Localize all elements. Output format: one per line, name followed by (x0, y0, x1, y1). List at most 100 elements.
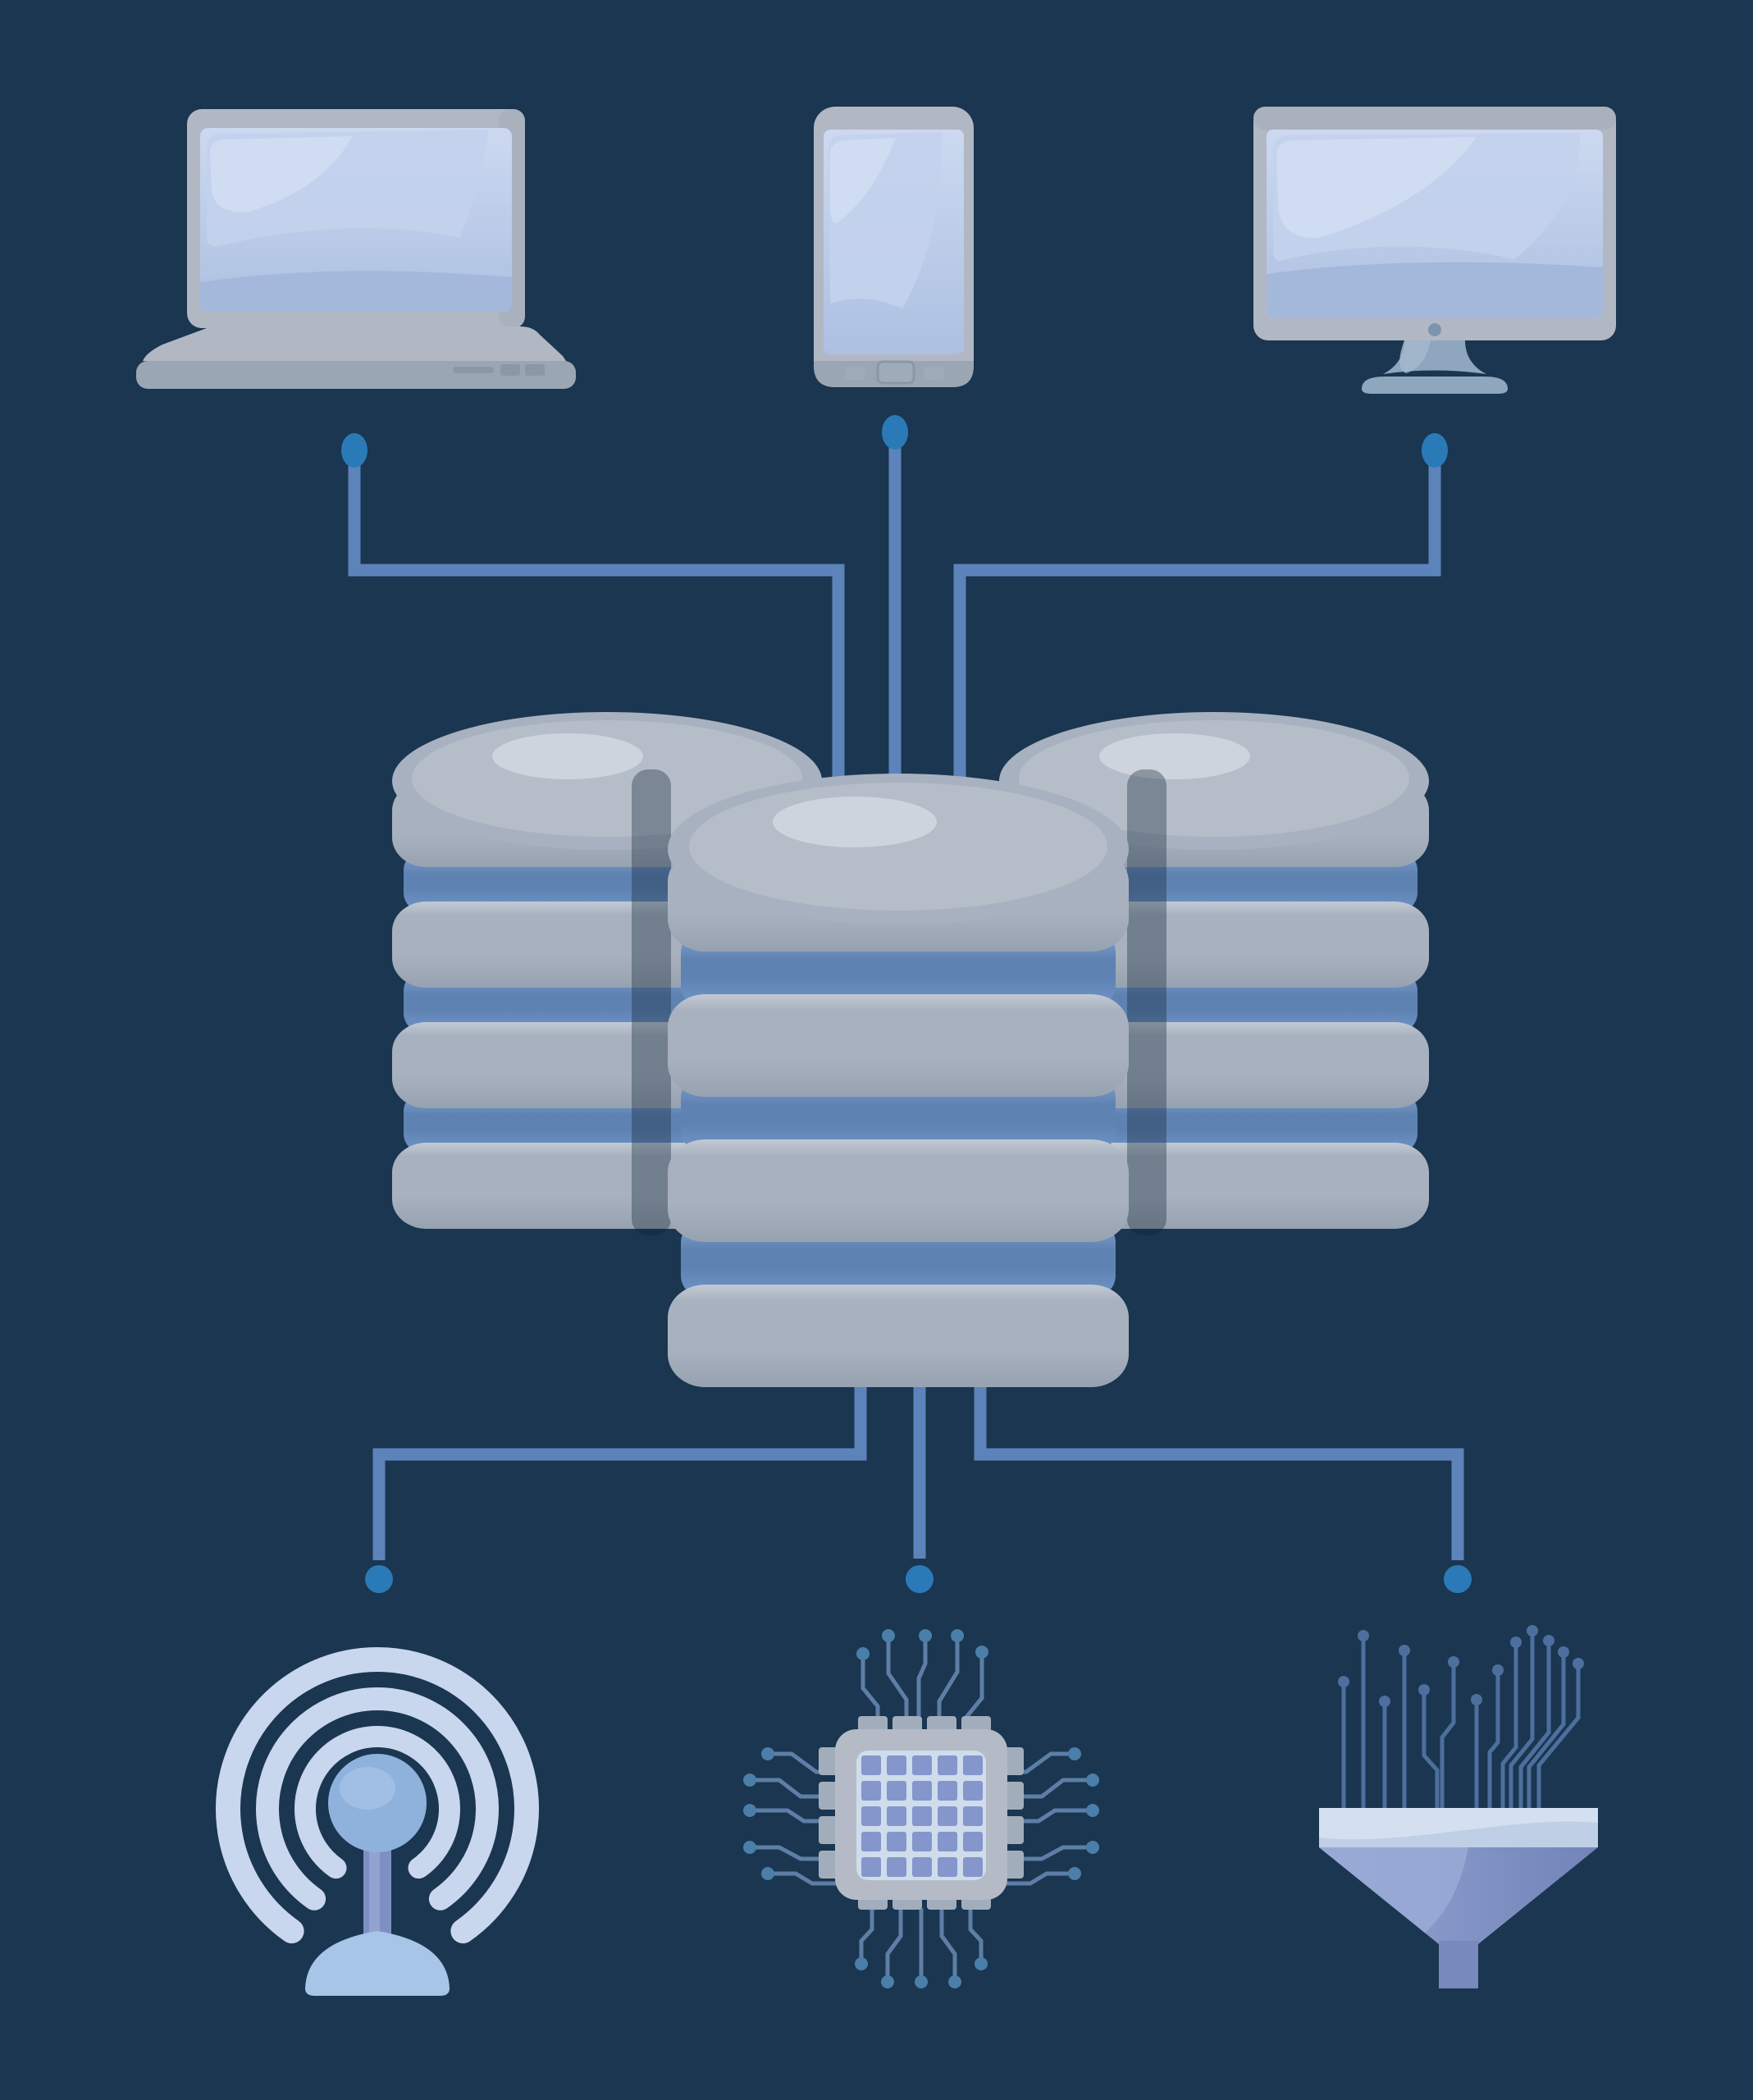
funnel-trace (1487, 1675, 1500, 1808)
chip-pin (819, 1851, 838, 1879)
cpu-chip-icon (743, 1629, 1099, 1988)
funnel-traces (1341, 1636, 1581, 1808)
chip-trace-dot (743, 1774, 756, 1787)
chip-trace-dot (948, 1975, 961, 1988)
chip-trace-dot (855, 1957, 868, 1970)
connector-node-dot (1444, 1565, 1472, 1593)
funnel-trace-dot (1418, 1684, 1430, 1696)
database-top-gloss (1099, 733, 1250, 779)
laptop-connector-line (348, 453, 845, 820)
monitor-stand-foot (1362, 376, 1508, 394)
chip-pin (858, 1716, 888, 1732)
laptop-screen-gloss (210, 136, 353, 212)
chip-trace (1006, 1871, 1071, 1886)
funnel-trace-dots (1338, 1625, 1584, 1707)
smartphone-icon (814, 107, 974, 387)
connector-node-dot (906, 1565, 934, 1593)
laptop-screen-shade (200, 271, 512, 312)
chip-pin (1004, 1816, 1024, 1844)
phone-home-button (876, 360, 915, 385)
chip-trace (937, 1641, 960, 1721)
chip-trace (916, 1641, 928, 1721)
laptop-port-slot (453, 367, 494, 373)
top-connector-nodes (341, 415, 1448, 468)
database-top-gloss (492, 733, 643, 779)
funnel-trace-dot (1379, 1696, 1390, 1707)
funnel-trace-dot (1358, 1630, 1369, 1641)
funnel-trace-dot (1399, 1645, 1410, 1656)
funnel-trace-dot (1527, 1625, 1538, 1637)
phone-side-button (845, 367, 865, 380)
signal-arcs (216, 1647, 539, 1944)
database-cluster (392, 712, 1429, 1387)
chip-trace-dot (1086, 1841, 1099, 1854)
chip-trace-dot (915, 1975, 928, 1988)
chip-trace-dot (743, 1841, 756, 1854)
signal-arc-inner (294, 1726, 460, 1879)
laptop-icon (136, 109, 576, 389)
funnel-trace-dot (1510, 1637, 1522, 1648)
chip-trace-dot (919, 1629, 932, 1642)
chip-trace-dots (743, 1629, 1099, 1988)
funnel-trace (1518, 1646, 1551, 1808)
chip-pin (1004, 1851, 1024, 1879)
funnel-trace (1422, 1695, 1440, 1808)
chip-trace-dot (951, 1629, 964, 1642)
chip-trace (885, 1908, 903, 1977)
antenna-connector-line (372, 1345, 867, 1560)
chip-core-grid (861, 1755, 983, 1877)
chip-trace-dot (743, 1804, 756, 1817)
funnel-trace (1440, 1667, 1456, 1808)
connector-node-dot (882, 415, 908, 450)
antenna-head-gloss (340, 1767, 395, 1810)
laptop-base-top (143, 326, 566, 361)
chip-pin (961, 1716, 991, 1732)
chip-trace-dot (1068, 1867, 1081, 1880)
chip-trace (939, 1908, 957, 1977)
chip-trace-dot (1086, 1774, 1099, 1787)
monitor-top-strip (1253, 107, 1616, 130)
laptop-port (525, 364, 545, 376)
connector-node-dot (365, 1565, 393, 1593)
chip-pin (819, 1782, 838, 1810)
connector-node-dot (341, 433, 367, 468)
top-connectors (348, 439, 1441, 820)
chip-trace (968, 1908, 984, 1959)
chip-trace (886, 1641, 909, 1721)
chip-trace-dot (856, 1647, 870, 1660)
database-disc (668, 1285, 1129, 1387)
chip-pin (1004, 1747, 1024, 1775)
funnel-trace-dot (1492, 1664, 1504, 1676)
funnel-trace-dot (1338, 1676, 1349, 1687)
funnel-trace (1536, 1669, 1581, 1808)
monitor-screen-gloss (1276, 137, 1477, 239)
chip-trace-dot (1086, 1804, 1099, 1817)
funnel-trace-dot (1543, 1635, 1554, 1646)
funnel-rim-highlight (1319, 1808, 1598, 1840)
chip-trace (771, 1871, 837, 1886)
stack-shadow (632, 769, 671, 1235)
funnel-trace (1509, 1636, 1535, 1808)
phone-screen-gloss (830, 138, 896, 223)
monitor-stand-neck-highlight (1399, 340, 1431, 373)
antenna-base (305, 1931, 450, 1996)
chip-trace-dot (1068, 1747, 1081, 1760)
signal-arc-outer (216, 1647, 539, 1944)
stack-shadow (1127, 769, 1166, 1235)
monitor-camera-dot (1428, 323, 1441, 336)
funnel-trace-dot (1448, 1656, 1459, 1668)
funnel-connector-line (974, 1345, 1464, 1560)
chip-pin (819, 1816, 838, 1844)
monitor-icon (1253, 107, 1616, 394)
antenna-stem-highlight (369, 1841, 380, 1947)
phone-side-button (924, 367, 944, 380)
database-disc (668, 1139, 1129, 1242)
database-stack-center (668, 774, 1129, 1387)
funnel-trace-dot (1558, 1646, 1569, 1658)
chip-pin (892, 1716, 922, 1732)
chip-trace-dot (975, 1646, 988, 1659)
funnel-spout (1439, 1941, 1478, 1988)
funnel-trace-dot (1573, 1658, 1584, 1669)
